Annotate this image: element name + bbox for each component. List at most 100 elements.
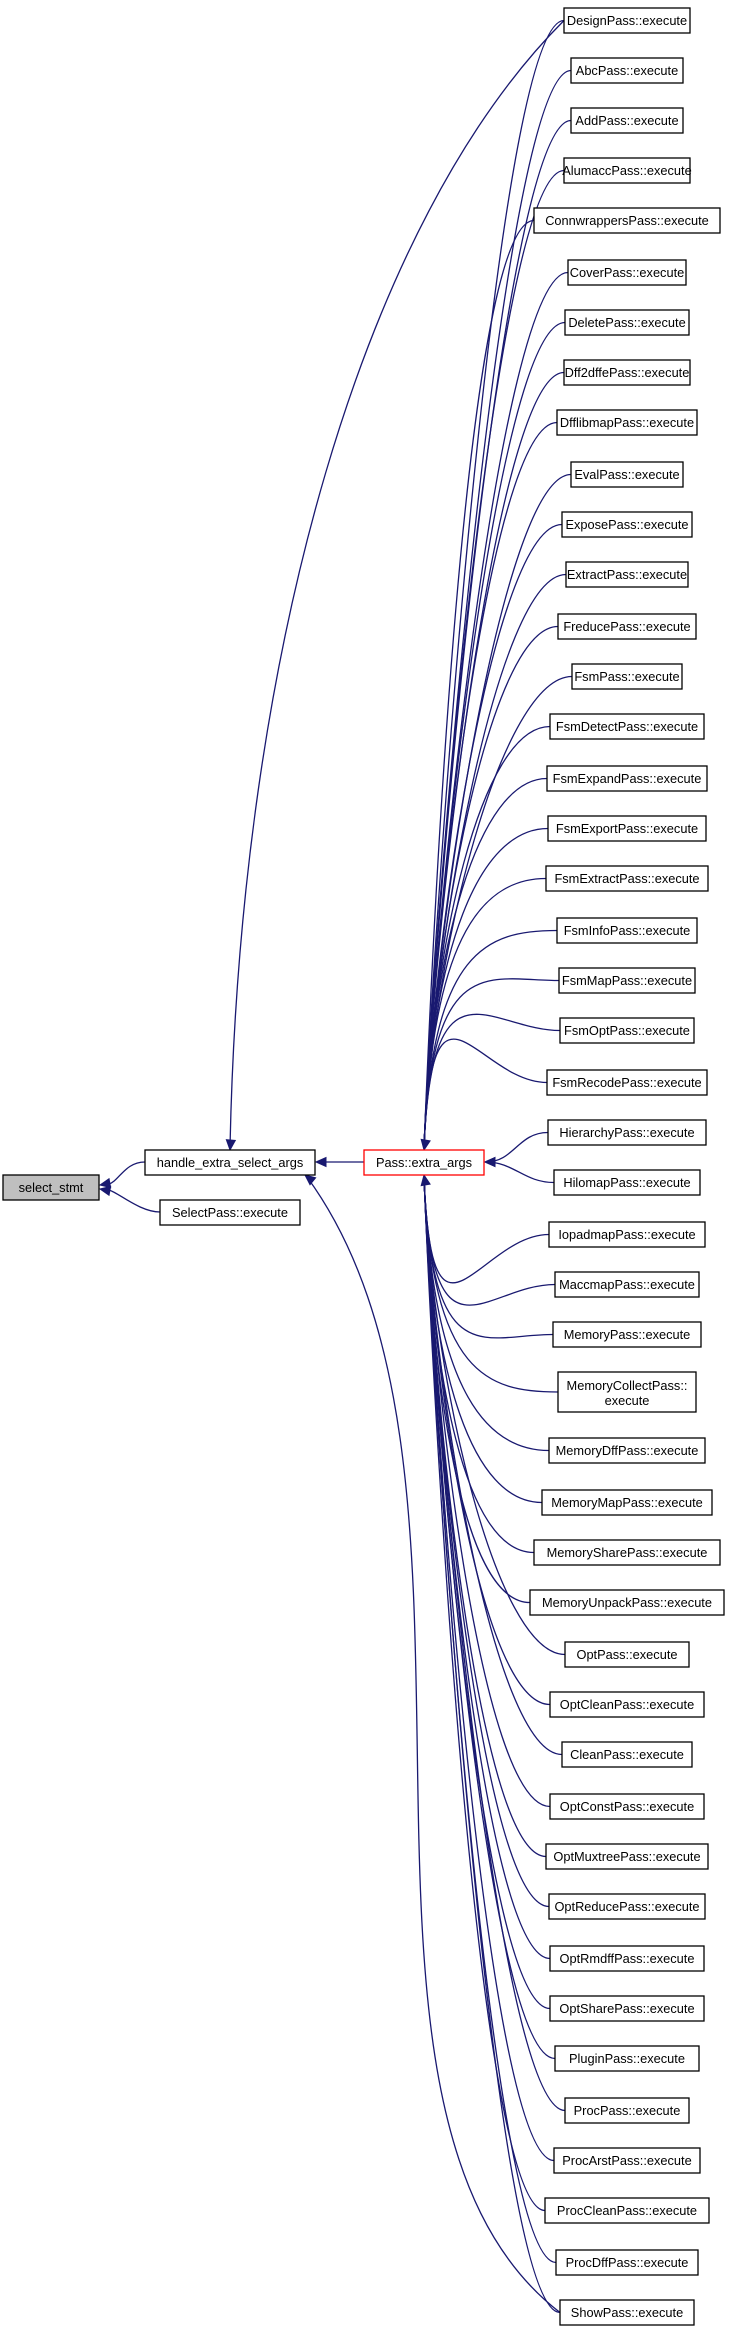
node-optconstpass-execute[interactable]: OptConstPass::execute [549,1793,705,1820]
arrowhead-pass-extra-args-bottom [420,1173,431,1187]
node-memorypass-execute-box [552,1321,702,1348]
node-fsmoptpass-execute[interactable]: FsmOptPass::execute [559,1017,695,1044]
node-exposepass-execute[interactable]: ExposePass::execute [561,511,693,538]
node-procdffpass-execute-box [555,2249,699,2276]
node-designpass-execute-label: DesignPass::execute [567,13,687,28]
node-fsmexportpass-execute[interactable]: FsmExportPass::execute [547,815,707,842]
edge-memorypass-execute-to-pass-extra-args [423,1176,554,1339]
node-procarstpass-execute-label: ProcArstPass::execute [562,2153,691,2168]
node-handle_extra_select_args[interactable]: handle_extra_select_args [144,1149,316,1176]
node-procarstpass-execute[interactable]: ProcArstPass::execute [553,2147,701,2174]
node-deletepass-execute-label: DeletePass::execute [568,315,685,330]
node-deletepass-execute[interactable]: DeletePass::execute [564,309,690,336]
node-procdffpass-execute[interactable]: ProcDffPass::execute [555,2249,699,2276]
node-maccmappass-execute[interactable]: MaccmapPass::execute [554,1271,700,1298]
edge-fsmmappass-execute-to-pass-extra-args [423,978,560,1149]
node-fsminfopass-execute-label: FsmInfoPass::execute [564,923,691,938]
node-fsmpass-execute-label: FsmPass::execute [574,669,679,684]
node-optreducepass-execute[interactable]: OptReducePass::execute [548,1893,706,1920]
nodes-layer: select_stmt handle_extra_select_argsSelec… [2,7,725,2326]
node-optcleanpass-execute[interactable]: OptCleanPass::execute [549,1691,705,1718]
edge-handle-extra-select-args-to-select-stmt [108,1161,146,1185]
node-optpass-execute-box [564,1641,690,1668]
node-proccleanpass-execute[interactable]: ProcCleanPass::execute [544,2197,710,2224]
node-hilomappass-execute-box [553,1169,701,1196]
node-fsmexpandpass-execute[interactable]: FsmExpandPass::execute [546,765,708,792]
node-fsmmappass-execute-label: FsmMapPass::execute [562,973,692,988]
node-memorydffpass-execute[interactable]: MemoryDffPass::execute [548,1437,706,1464]
node-evalpass-execute[interactable]: EvalPass::execute [570,461,684,488]
edge-cleanpass-execute-to-pass-extra-args [423,1176,563,1756]
arrowhead-pass-extra-args-top [420,1138,431,1152]
node-hilomappass-execute[interactable]: HilomapPass::execute [553,1169,701,1196]
node-selectpass-execute-label: SelectPass::execute [172,1205,288,1220]
node-dff2dffepass-execute[interactable]: Dff2dffePass::execute [563,359,691,386]
node-optmuxtreepass-execute[interactable]: OptMuxtreePass::execute [545,1843,709,1870]
node-connwrapperspass-execute-label: ConnwrappersPass::execute [545,213,709,228]
node-optrmdffpass-execute[interactable]: OptRmdffPass::execute [549,1945,705,1972]
node-designpass-execute[interactable]: DesignPass::execute [563,7,691,34]
node-proccleanpass-execute-label: ProcCleanPass::execute [557,2203,697,2218]
node-handle_extra_select_args-label: handle_extra_select_args [157,1155,304,1170]
node-select-stmt-box [2,1174,100,1201]
node-optcleanpass-execute-label: OptCleanPass::execute [560,1697,694,1712]
node-selectpass-execute-box [159,1199,301,1226]
node-fsmrecodepass-execute[interactable]: FsmRecodePass::execute [546,1069,708,1096]
node-abcpass-execute-box [570,57,684,84]
node-fsmexportpass-execute-label: FsmExportPass::execute [556,821,698,836]
node-hierarchypass-execute[interactable]: HierarchyPass::execute [547,1119,707,1146]
node-coverpass-execute-box [567,259,687,286]
node-optsharepass-execute[interactable]: OptSharePass::execute [549,1995,705,2022]
edge-fsmrecodepass-execute-to-pass-extra-args [423,1038,548,1149]
node-fsmmappass-execute-box [558,967,696,994]
node-addpass-execute-box [570,107,684,134]
node-alumaccpass-execute[interactable]: AlumaccPass::execute [562,157,692,184]
node-memorydffpass-execute-label: MemoryDffPass::execute [556,1443,699,1458]
node-cleanpass-execute-box [561,1741,693,1768]
node-memorymappass-execute[interactable]: MemoryMapPass::execute [541,1489,713,1516]
node-coverpass-execute[interactable]: CoverPass::execute [567,259,687,286]
edge-procpass-execute-to-pass-extra-args [423,1176,566,2112]
node-fsmextractpass-execute[interactable]: FsmExtractPass::execute [545,865,709,892]
node-iopadmappass-execute[interactable]: IopadmapPass::execute [548,1221,706,1248]
node-optconstpass-execute-label: OptConstPass::execute [560,1799,694,1814]
node-optconstpass-execute-box [549,1793,705,1820]
node-memorymappass-execute-box [541,1489,713,1516]
node-cleanpass-execute[interactable]: CleanPass::execute [561,1741,693,1768]
node-memorypass-execute[interactable]: MemoryPass::execute [552,1321,702,1348]
node-showpass-execute[interactable]: ShowPass::execute [559,2299,695,2326]
node-fsmmappass-execute[interactable]: FsmMapPass::execute [558,967,696,994]
node-pluginpass-execute[interactable]: PluginPass::execute [554,2045,700,2072]
node-abcpass-execute[interactable]: AbcPass::execute [570,57,684,84]
node-connwrapperspass-execute[interactable]: ConnwrappersPass::execute [533,207,721,234]
node-fsmextractpass-execute-label: FsmExtractPass::execute [554,871,699,886]
node-fsmpass-execute[interactable]: FsmPass::execute [571,663,683,690]
node-designpass-execute-box [563,7,691,34]
node-extractpass-execute-label: ExtractPass::execute [567,567,687,582]
node-memorysharepass-execute[interactable]: MemorySharePass::execute [533,1539,721,1566]
node-optpass-execute-label: OptPass::execute [576,1647,677,1662]
node-fsminfopass-execute[interactable]: FsmInfoPass::execute [556,917,698,944]
node-selectpass-execute[interactable]: SelectPass::execute [159,1199,301,1226]
node-evalpass-execute-label: EvalPass::execute [574,467,679,482]
node-fsmrecodepass-execute-label: FsmRecodePass::execute [552,1075,701,1090]
node-memorydffpass-execute-box [548,1437,706,1464]
node-extractpass-execute[interactable]: ExtractPass::execute [565,561,689,588]
node-alumaccpass-execute-label: AlumaccPass::execute [562,163,691,178]
node-memorycollectpass--execute[interactable]: MemoryCollectPass::execute [557,1371,697,1413]
node-pass-extra-args[interactable]: Pass::extra_args [363,1149,485,1176]
node-procpass-execute[interactable]: ProcPass::execute [564,2097,690,2124]
node-fsmexpandpass-execute-label: FsmExpandPass::execute [553,771,702,786]
node-optcleanpass-execute-box [549,1691,705,1718]
node-optpass-execute[interactable]: OptPass::execute [564,1641,690,1668]
node-select-stmt: select_stmt [2,1174,100,1201]
node-memorysharepass-execute-label: MemorySharePass::execute [547,1545,708,1560]
node-iopadmappass-execute-box [548,1221,706,1248]
node-freducepass-execute[interactable]: FreducePass::execute [557,613,697,640]
node-addpass-execute[interactable]: AddPass::execute [570,107,684,134]
node-dff2dffepass-execute-label: Dff2dffePass::execute [565,365,690,380]
node-dfflibmappass-execute[interactable]: DfflibmapPass::execute [556,409,698,436]
node-memoryunpackpass-execute[interactable]: MemoryUnpackPass::execute [529,1589,725,1616]
node-fsmdetectpass-execute[interactable]: FsmDetectPass::execute [549,713,705,740]
